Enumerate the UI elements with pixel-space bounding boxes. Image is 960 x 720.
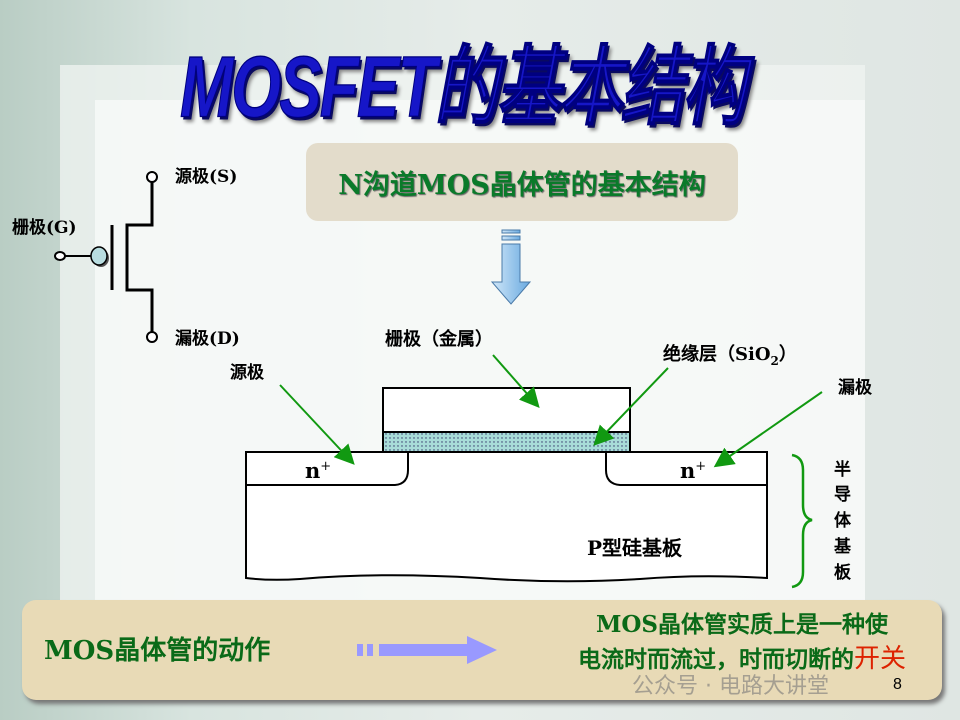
- switch-description: MOS晶体管实质上是一种使 电流时而流过，时而切断的开关: [522, 608, 960, 677]
- svg-text:半: 半: [834, 459, 851, 480]
- gate-label: 栅极(G): [12, 217, 77, 238]
- cross-section: [245, 387, 768, 583]
- svg-text:n+: n+: [680, 458, 706, 483]
- page-number: 8: [893, 676, 902, 693]
- substrate-label: P型硅基板: [587, 536, 683, 560]
- source-region-label: 源极: [230, 362, 264, 383]
- svg-text:n+: n+: [305, 458, 331, 483]
- drain-region-label: 漏极: [838, 378, 872, 398]
- description-line-1: MOS晶体管实质上是一种使: [595, 611, 889, 638]
- description-line-2: 电流时而流过，时而切断的开关: [577, 644, 906, 674]
- svg-text:基: 基: [833, 536, 852, 557]
- subtitle-box: N沟道MOS晶体管的基本结构: [306, 143, 738, 221]
- svg-text:导: 导: [834, 485, 851, 505]
- svg-text:板: 板: [834, 562, 852, 583]
- substrate-side-label: 半 导 体 基 板: [833, 459, 852, 583]
- n-plus-source: n: [305, 458, 320, 483]
- mosfet-symbol: [54, 171, 158, 343]
- leader-arrows: [279, 354, 823, 468]
- drain-label: 漏极(D): [175, 329, 240, 349]
- source-label: 源极(S): [175, 166, 237, 187]
- switch-highlight: 开关: [853, 644, 906, 674]
- insulator-label: 绝缘层（SiO2）: [663, 343, 797, 368]
- action-label: MOS晶体管的动作: [44, 636, 271, 666]
- svg-text:体: 体: [834, 510, 852, 531]
- right-arrow-icon: [357, 636, 497, 664]
- down-arrow-icon: [490, 229, 532, 305]
- gate-metal-label: 栅极（金属）: [385, 328, 493, 350]
- watermark: 公众号 · 电路大讲堂: [632, 674, 829, 699]
- n-plus-drain: n: [680, 458, 695, 483]
- slide-title: MOSFET的基本结构: [180, 38, 748, 137]
- summary-box: MOS晶体管的动作 MOS晶体管实质上是一种使 电流时而流过，时而切断的开关: [22, 600, 942, 700]
- brace-icon: [791, 453, 813, 589]
